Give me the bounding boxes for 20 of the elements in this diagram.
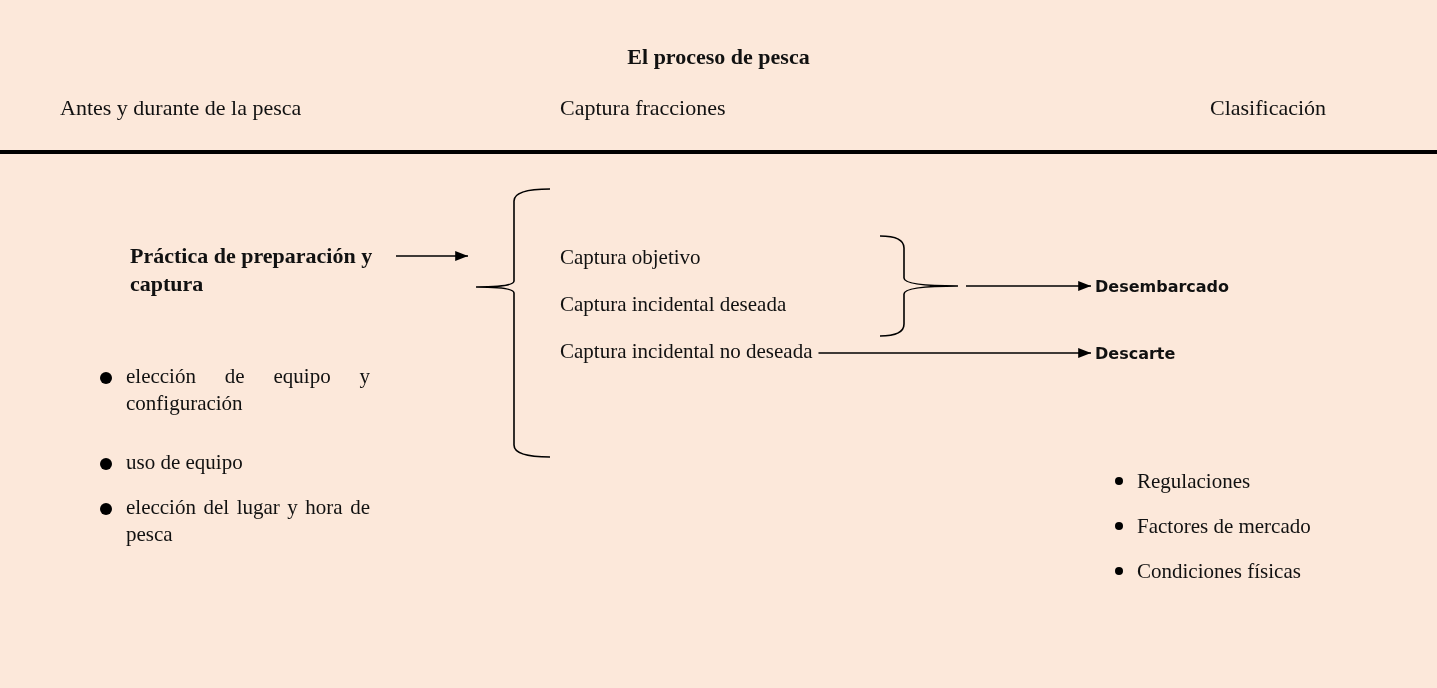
column-header: Captura fracciones	[560, 95, 726, 120]
bullet-text: Regulaciones	[1137, 468, 1252, 495]
bullet-text: elección de equipo y configuración	[126, 363, 370, 417]
diagram-title: El proceso de pesca	[627, 44, 810, 69]
column-header: Clasificación	[1210, 95, 1327, 120]
column-header: Antes y durante de la pesca	[60, 95, 302, 120]
outcome-text: Desembarcado	[1095, 276, 1230, 298]
bullet-text: elección del lugar y hora de pesca	[126, 494, 370, 548]
curly-brace	[878, 234, 960, 338]
outcome-text: Descarte	[1095, 343, 1176, 365]
heading-text: Práctica de preparación y captura	[130, 242, 390, 298]
category-text: Captura incidental no deseada	[560, 338, 813, 364]
arrow	[395, 250, 469, 262]
arrow	[817, 347, 1092, 359]
arrow	[965, 280, 1092, 292]
category-text: Captura incidental deseada	[560, 291, 787, 317]
category-text: Captura objetivo	[560, 244, 701, 270]
bullet-text: Condiciones físicas	[1137, 558, 1302, 585]
bullet-text: Factores de mercado	[1137, 513, 1312, 540]
bullet-text: uso de equipo	[126, 449, 244, 476]
